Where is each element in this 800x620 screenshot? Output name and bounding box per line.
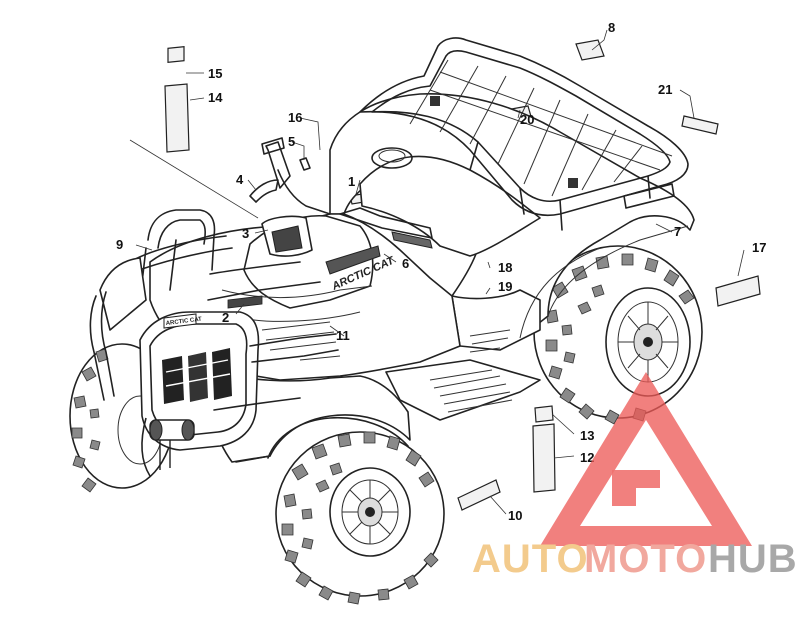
watermark-moto: MOTO: [584, 537, 707, 581]
decal-12: [532, 423, 556, 493]
bumper-text: ARCTIC CAT: [166, 317, 203, 327]
callout-17: 17: [752, 240, 766, 255]
callout-16: 16: [288, 110, 302, 125]
watermark-auto: AUTO: [472, 537, 589, 581]
rear-rack: [359, 37, 689, 231]
callout-18: 18: [498, 260, 512, 275]
decal-2: [227, 295, 263, 309]
watermark-triangle-logo: [540, 372, 752, 546]
callout-5: 5: [288, 134, 295, 149]
decal-21: [681, 115, 719, 135]
callout-8: 8: [608, 20, 615, 35]
winch: [141, 417, 195, 477]
grille: [162, 348, 232, 404]
decal-15: [167, 45, 185, 64]
callout-6: 6: [402, 256, 409, 271]
decal-17: [715, 275, 761, 307]
callout-13: 13: [580, 428, 594, 443]
callout-21: 21: [658, 82, 672, 97]
callout-1: 1: [348, 174, 355, 189]
callout-2: 2: [222, 310, 229, 325]
front-bumper: ARCTIC CAT: [89, 257, 409, 477]
callout-20: 20: [520, 112, 534, 127]
callout-3: 3: [242, 226, 249, 241]
callout-15: 15: [208, 66, 222, 81]
decal-10: [457, 479, 501, 511]
watermark: AUTO MOTO HUB: [472, 372, 798, 581]
callout-19: 19: [498, 279, 512, 294]
callout-9: 9: [116, 237, 123, 252]
leader-lines: [129, 29, 745, 515]
watermark-hub: HUB: [708, 537, 798, 581]
rear-right-wheel: [533, 245, 703, 425]
callout-10: 10: [508, 508, 522, 523]
callout-7: 7: [674, 224, 681, 239]
callout-12: 12: [580, 450, 594, 465]
callout-11: 11: [336, 328, 350, 343]
callout-14: 14: [208, 90, 223, 105]
decal-13: [534, 405, 554, 423]
decal-14: [164, 83, 190, 153]
front-right-wheel: [275, 431, 445, 605]
callouts: 1 2 3 4 5 6 7 8 9 10 11 12 13 14 15 16 1…: [116, 20, 766, 523]
decal-8: [575, 39, 605, 61]
callout-4: 4: [236, 172, 244, 187]
